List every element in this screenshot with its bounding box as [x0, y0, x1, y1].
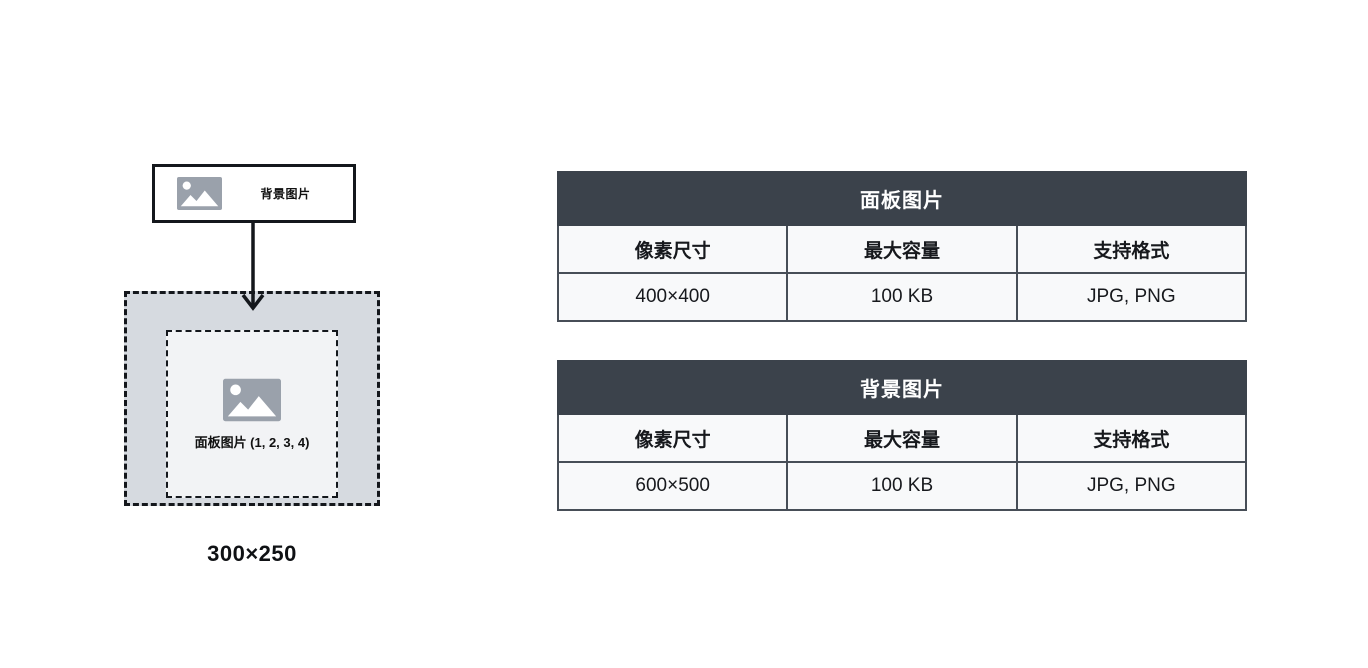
panel-box-label: 面板图片 (1, 2, 3, 4)	[194, 434, 310, 450]
panel-image-dashed-box: 面板图片 (1, 2, 3, 4)	[166, 330, 338, 498]
table-title: 面板图片	[557, 171, 1247, 226]
column-header-max-size: 最大容量	[786, 224, 1018, 274]
data-cell-max-size: 100 KB	[786, 461, 1018, 511]
data-cell-pixel-size: 400×400	[556, 272, 789, 322]
spec-tables-panel: 面板图片 像素尺寸 最大容量 支持格式 400×400 100 KB JPG, …	[556, 171, 1248, 511]
background-image-spec-table: 背景图片 像素尺寸 最大容量 支持格式 600×500 100 KB JPG, …	[556, 360, 1248, 511]
table-header-row: 像素尺寸 最大容量 支持格式	[556, 413, 1248, 463]
panel-image-spec-table: 面板图片 像素尺寸 最大容量 支持格式 400×400 100 KB JPG, …	[556, 171, 1248, 322]
table-header-row: 像素尺寸 最大容量 支持格式	[556, 224, 1248, 274]
table-title-row: 背景图片	[557, 360, 1247, 415]
table-title-row: 面板图片	[557, 171, 1247, 226]
column-header-formats: 支持格式	[1015, 224, 1248, 274]
column-header-formats: 支持格式	[1015, 413, 1248, 463]
image-icon	[177, 177, 222, 210]
source-box-label: 背景图片	[260, 187, 311, 201]
data-cell-formats: JPG, PNG	[1015, 461, 1248, 511]
column-header-max-size: 最大容量	[786, 413, 1018, 463]
table-row: 400×400 100 KB JPG, PNG	[556, 272, 1248, 322]
source-image-box: 背景图片	[152, 164, 356, 223]
data-cell-pixel-size: 600×500	[556, 461, 789, 511]
data-cell-max-size: 100 KB	[786, 272, 1018, 322]
diagram-panel: 背景图片 面板图片 (1, 2, 3, 4) 300×250	[0, 0, 520, 668]
column-header-pixel-size: 像素尺寸	[556, 224, 789, 274]
image-icon	[223, 378, 281, 422]
size-label: 300×250	[207, 541, 297, 566]
table-row: 600×500 100 KB JPG, PNG	[556, 461, 1248, 511]
table-title: 背景图片	[557, 360, 1247, 415]
down-arrow-icon	[241, 221, 265, 311]
column-header-pixel-size: 像素尺寸	[556, 413, 789, 463]
data-cell-formats: JPG, PNG	[1015, 272, 1248, 322]
